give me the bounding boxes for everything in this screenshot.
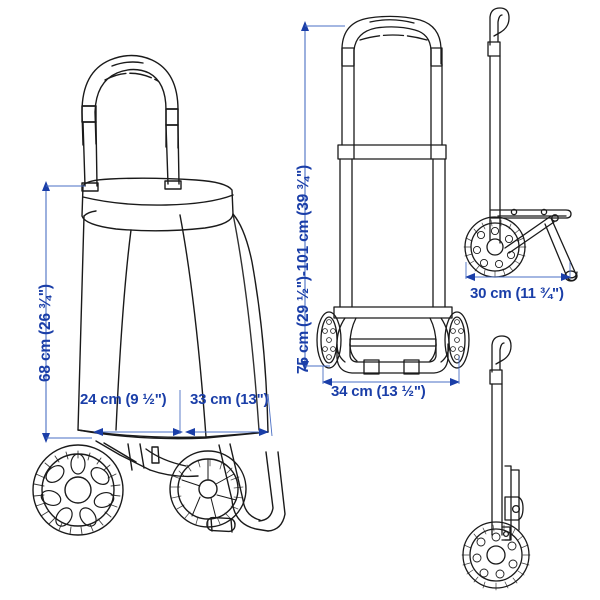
dimension-label-width-folded: 34 cm (13 ½") xyxy=(331,383,426,400)
dimension-label-width-bag-left: 24 cm (9 ½") xyxy=(80,391,167,408)
view-side-folded xyxy=(461,335,531,591)
view-side-open xyxy=(463,7,578,282)
wheel-front-right xyxy=(169,450,247,528)
wheel-folded-left xyxy=(316,311,342,369)
dimline-30 xyxy=(465,262,571,281)
dimline-24 xyxy=(93,390,183,436)
view-front-folded xyxy=(316,15,470,375)
dimline-34 xyxy=(322,356,460,386)
dimline-75-101 xyxy=(301,21,345,371)
dimension-label-depth-open: 30 cm (11 ¾") xyxy=(470,285,564,302)
wheel-side-folded xyxy=(461,521,531,591)
dimension-label-height-bag: 68 cm (26 ¾") xyxy=(37,284,54,382)
wheel-folded-right xyxy=(444,311,470,369)
dimline-33 xyxy=(185,393,273,437)
dimension-lines xyxy=(42,21,571,443)
dimension-label-width-bag-right: 33 cm (13") xyxy=(190,391,269,408)
wheel-front-left xyxy=(32,444,124,536)
dimline-68 xyxy=(42,181,92,443)
dimension-label-height-folded: 75 cm (29 ½")-101 cm (39 ¾") xyxy=(295,165,312,374)
view-front-open xyxy=(32,54,286,536)
